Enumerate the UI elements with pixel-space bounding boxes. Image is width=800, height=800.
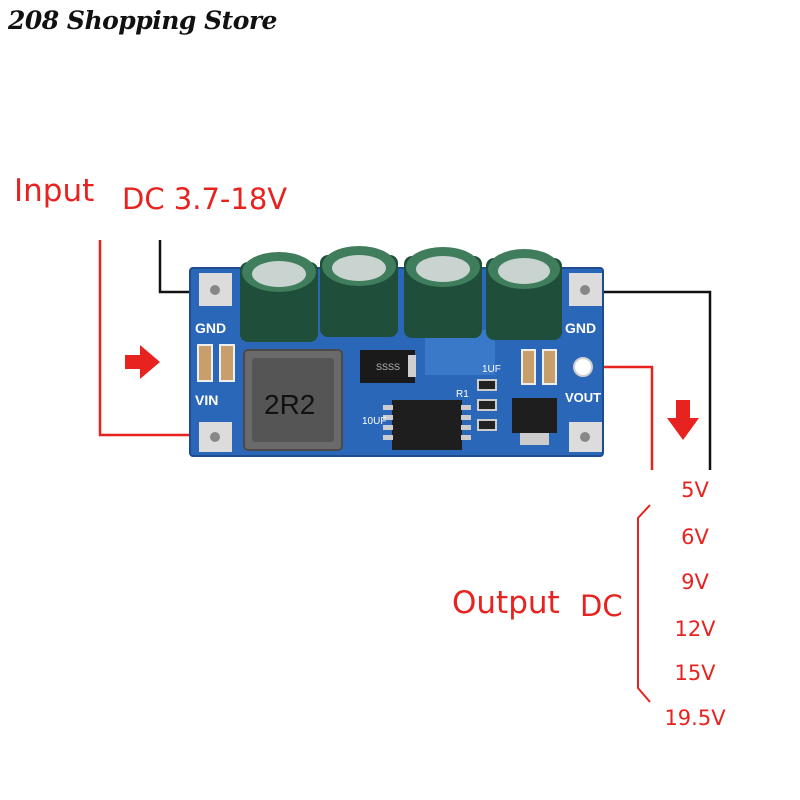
output-vout-leader-line (583, 365, 654, 470)
output-voltage-option: 15V (674, 661, 716, 685)
pin-label-vin: VIN (195, 392, 218, 408)
output-voltage-option: 5V (681, 478, 709, 502)
smd-capacitor (521, 349, 536, 385)
output-type: DC (580, 589, 623, 623)
output-voltage-option: 12V (674, 617, 716, 641)
input-label: Input (14, 173, 95, 209)
input-vin-leader-line (98, 240, 218, 437)
inductor-marking: 2R2 (264, 389, 315, 420)
electrolytic-capacitor (486, 249, 562, 340)
electrolytic-capacitor (320, 246, 398, 337)
smd-capacitor (219, 344, 235, 382)
pin-label-vout: VOUT (565, 390, 601, 405)
schottky-diode (360, 350, 415, 383)
vout-hole (573, 357, 593, 377)
output-voltage-option: 6V (681, 525, 709, 549)
output-voltage-option: 9V (681, 570, 709, 594)
output-arrow-icon (667, 400, 699, 440)
output-gnd-leader-line (583, 290, 712, 470)
smd-resistor (477, 399, 497, 411)
pin-label-gnd-right: GND (565, 320, 596, 336)
smd-capacitor (197, 344, 213, 382)
diode-marking: SSSS (376, 362, 400, 372)
input-arrow-icon (125, 345, 160, 379)
ldo-regulator (512, 398, 557, 433)
electrolytic-capacitor (404, 247, 482, 338)
cap-label-10uf: 10UF (362, 416, 386, 427)
smd-resistor (477, 379, 497, 391)
output-brace (637, 504, 651, 703)
output-voltage-option: 19.5V (664, 706, 726, 730)
store-title: 208 Shopping Store (8, 6, 277, 35)
resistor-label-r1: R1 (456, 389, 469, 400)
controller-ic (392, 400, 462, 450)
smd-capacitor (542, 349, 557, 385)
input-voltage-range: DC 3.7-18V (122, 182, 288, 216)
smd-resistor (477, 419, 497, 431)
pin-label-gnd-left: GND (195, 320, 226, 336)
cap-label-1uf: 1UF (482, 364, 501, 375)
output-label: Output (452, 585, 560, 621)
electrolytic-capacitor (240, 252, 318, 342)
